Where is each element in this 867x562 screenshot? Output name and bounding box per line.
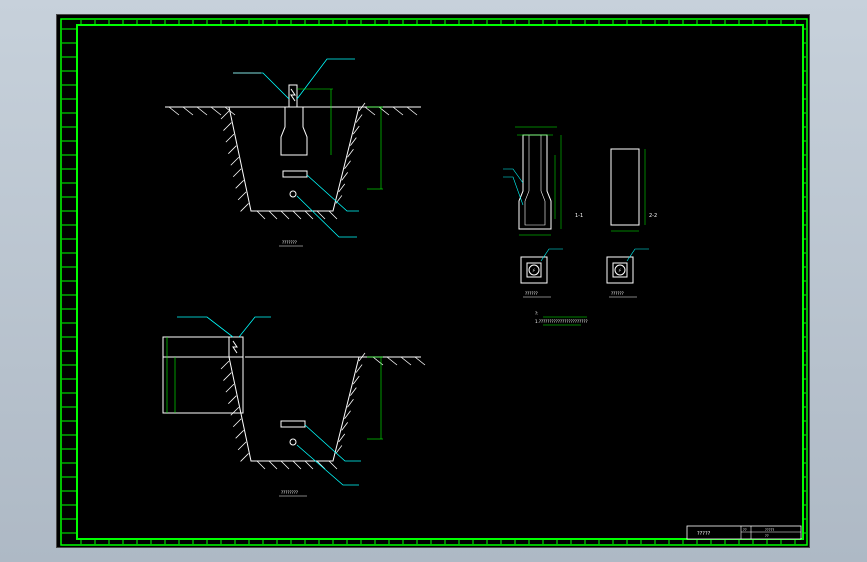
plan-view-2: ⚡ ?????? <box>606 248 649 298</box>
note-1: 1.??????????????????????? <box>535 319 588 324</box>
title-value-top: ????? <box>765 528 774 532</box>
plan-1-caption: ?????? <box>525 291 538 296</box>
drawing-sheet[interactable]: ??????? <box>56 14 810 548</box>
marker-block <box>162 336 244 414</box>
cable-2 <box>289 438 297 446</box>
title-block: ????? ?? ????? ?? <box>686 525 802 540</box>
title-value-bottom: ?? <box>765 534 769 538</box>
svg-text:⚡: ⚡ <box>618 268 622 274</box>
notes-block: ?: 1.??????????????????????? <box>535 311 588 326</box>
trench-section-lower: ???????? <box>162 316 426 497</box>
plan-2-caption: ?????? <box>611 291 624 296</box>
plan-view-1: ⚡ ?????? <box>520 248 563 298</box>
marker-post-section-1-1: 1-1 <box>503 126 583 236</box>
section-1-1-caption: 1-1 <box>575 213 583 219</box>
title-name-cell: ????? <box>697 531 711 537</box>
warning-tape-2 <box>280 420 306 428</box>
view-2-caption: ???????? <box>281 490 298 495</box>
marker-post <box>288 84 298 108</box>
title-label-top: ?? <box>743 528 747 532</box>
view-1-caption: ??????? <box>282 240 297 245</box>
cable <box>289 190 297 198</box>
section-2-2-caption: 2-2 <box>649 213 657 219</box>
frame-ticks <box>62 20 806 544</box>
marker-foundation <box>280 107 308 156</box>
svg-text:⚡: ⚡ <box>532 268 536 274</box>
trench-section-upper: ??????? <box>165 58 421 247</box>
note-heading: ?: <box>535 311 538 316</box>
inner-frame <box>76 24 804 540</box>
drawing-canvas: ??????? <box>60 18 808 546</box>
marker-post-section-2-2: 2-2 <box>610 148 657 232</box>
warning-tape <box>282 170 308 178</box>
outer-frame <box>60 18 808 546</box>
